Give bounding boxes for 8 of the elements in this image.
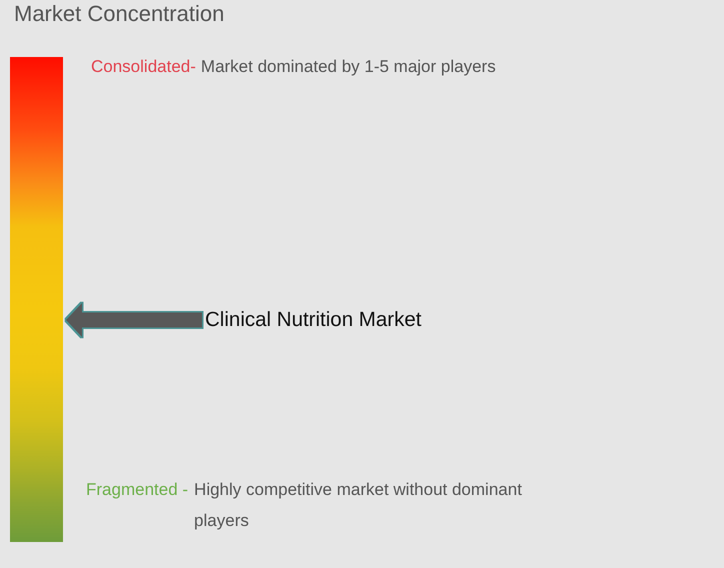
market-label: Clinical Nutrition Market	[205, 306, 422, 334]
description-text: Market dominated by 1-5 major players	[200, 57, 496, 77]
description-text: Highly competitive market without dominant players	[194, 479, 523, 532]
category-label: Consolidated-	[91, 57, 196, 77]
concentration-scale-bar	[10, 57, 63, 542]
title: Market Concentration	[14, 0, 224, 28]
arrow	[66, 303, 202, 337]
category-label: Fragmented -	[86, 479, 188, 501]
